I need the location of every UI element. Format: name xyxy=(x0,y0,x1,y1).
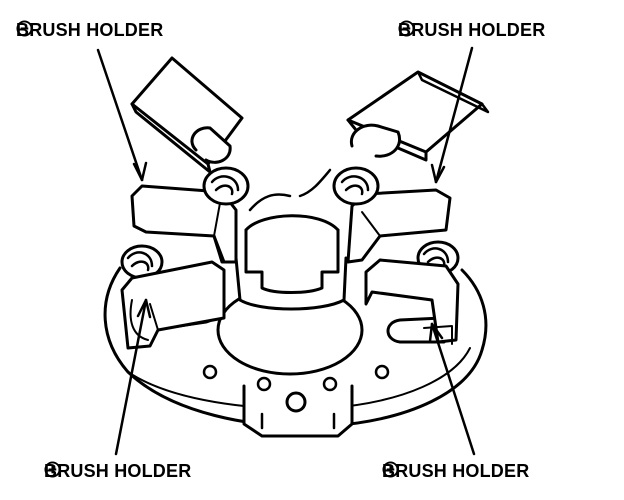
leader-bottom-left xyxy=(114,298,148,456)
minus-symbol-icon xyxy=(16,20,33,37)
label-minus-brush-holder-right: BRUSH HOLDER xyxy=(398,20,545,41)
leader-top-left xyxy=(96,48,144,182)
center-ring xyxy=(216,214,364,376)
leader-top-right xyxy=(434,46,474,184)
slot-right xyxy=(386,316,446,344)
plus-symbol-icon xyxy=(382,461,399,478)
label-plus-brush-holder-right: BRUSH HOLDER xyxy=(382,461,529,482)
brush-holder-plus-right xyxy=(364,240,460,345)
label-plus-brush-holder-left: BRUSH HOLDER xyxy=(44,461,191,482)
label-text: BRUSH HOLDER xyxy=(382,461,530,481)
brush-holder-minus-left xyxy=(130,56,292,264)
brush-holder-plus-left xyxy=(120,244,226,350)
label-text: BRUSH HOLDER xyxy=(398,20,546,40)
label-text: BRUSH HOLDER xyxy=(16,20,164,40)
plus-symbol-icon xyxy=(44,461,61,478)
label-text: BRUSH HOLDER xyxy=(44,461,192,481)
tab-hole xyxy=(285,391,307,413)
label-minus-brush-holder-left: BRUSH HOLDER xyxy=(16,20,163,41)
minus-symbol-icon xyxy=(398,20,415,37)
leader-bottom-right xyxy=(430,322,476,456)
leader-lines xyxy=(96,46,476,456)
